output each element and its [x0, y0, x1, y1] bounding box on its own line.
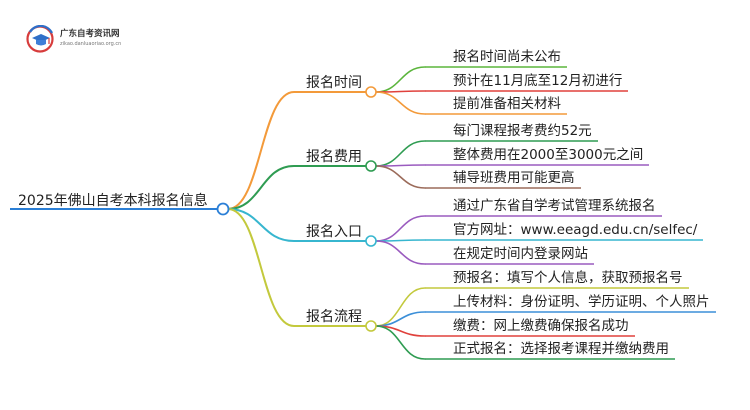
- branch-node-circle: [365, 320, 377, 332]
- branch-to-leaf-connector: [375, 140, 426, 167]
- leaf-item: 每门课程报考费约52元: [453, 123, 592, 139]
- leaf-item: 辅导班费用可能更高: [453, 170, 575, 186]
- root-to-branch-connector: [227, 208, 295, 327]
- branch-to-leaf-connector: [375, 287, 426, 327]
- leaf-item: 预报名：填写个人信息，获取预报名号: [453, 270, 683, 286]
- branch-node-circle: [365, 235, 377, 247]
- root-to-branch-connector: [227, 91, 295, 210]
- branch-to-leaf-connector: [375, 66, 426, 93]
- site-logo: 广东自考资讯网 zikao.danluaoriao.org.cn: [26, 24, 158, 54]
- branch-to-leaf-connector: [375, 325, 426, 360]
- branch-registration-entry: 报名入口: [306, 224, 362, 240]
- root-to-branch-connector: [227, 165, 295, 210]
- leaf-item: 官方网址：www.eeagd.edu.cn/selfec/: [453, 222, 698, 238]
- leaf-item: 正式报名：选择报考课程并缴纳费用: [453, 341, 669, 357]
- leaf-item: 提前准备相关材料: [453, 96, 561, 112]
- branch-node-circle: [365, 160, 377, 172]
- branch-registration-time: 报名时间: [306, 75, 362, 91]
- leaf-item: 通过广东省自学考试管理系统报名: [453, 198, 656, 214]
- root-topic: 2025年佛山自考本科报名信息: [18, 193, 208, 209]
- leaf-item: 上传材料：身份证明、学历证明、个人照片: [453, 294, 710, 310]
- leaf-item: 在规定时间内登录网站: [453, 246, 588, 262]
- root-node-circle: [216, 202, 230, 216]
- logo-title: 广东自考资讯网: [60, 29, 120, 39]
- graduation-cap-icon: [26, 25, 54, 53]
- branch-to-leaf-connector: [375, 91, 426, 115]
- branch-registration-fee: 报名费用: [306, 149, 362, 165]
- logo-url: zikao.danluaoriao.org.cn: [60, 41, 122, 47]
- branch-to-leaf-connector: [375, 165, 426, 189]
- branch-to-leaf-connector: [375, 240, 426, 265]
- leaf-item: 缴费：网上缴费确保报名成功: [453, 318, 629, 334]
- root-to-branch-connector: [227, 208, 295, 242]
- branch-to-leaf-connector: [375, 215, 426, 242]
- branch-registration-process: 报名流程: [306, 309, 362, 325]
- leaf-item: 整体费用在2000至3000元之间: [453, 147, 644, 163]
- branch-node-circle: [365, 86, 377, 98]
- leaf-item: 预计在11月底至12月初进行: [453, 73, 623, 89]
- leaf-item: 报名时间尚未公布: [453, 49, 561, 65]
